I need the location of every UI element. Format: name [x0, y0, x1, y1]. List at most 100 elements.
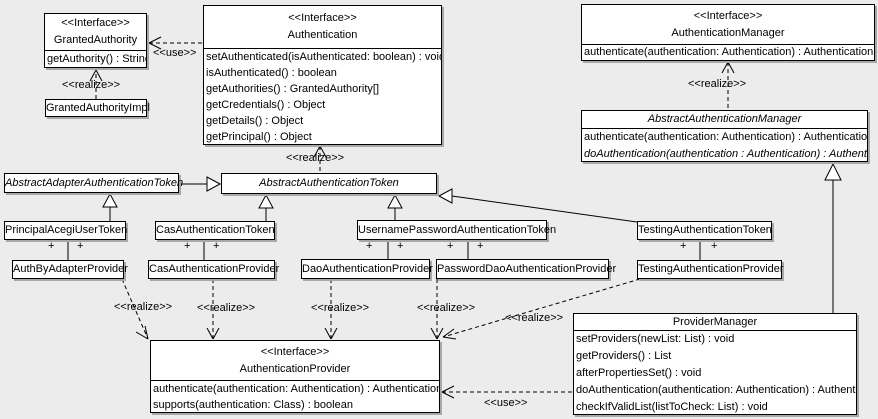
class-name: TestingAuthenticationToken — [638, 224, 772, 236]
realize-label: <<realize>> — [311, 302, 370, 314]
class-password-dao-authentication-provider[interactable]: PasswordDaoAuthenticationProvider — [436, 259, 617, 279]
class-dao-authentication-provider[interactable]: DaoAuthenticationProvider — [301, 259, 433, 279]
class-name: CasAuthenticationToken — [156, 224, 275, 236]
method-row: doAuthentication(authentication: Authent… — [576, 384, 856, 396]
stereotype-label: <<Interface>> — [260, 345, 330, 358]
realize-label: <<realize>> — [688, 78, 747, 90]
stereotype-label: <<Interface>> — [288, 12, 357, 24]
method-row: authenticate(authentication: Authenticat… — [584, 46, 874, 58]
realize-label: <<realize>> — [286, 152, 345, 164]
class-cas-authentication-provider[interactable]: CasAuthenticationProvider — [148, 260, 280, 279]
method-row: getProviders() : List — [576, 350, 672, 362]
realize-edge-testingauthenticationprovider — [442, 278, 641, 340]
realize-edge-daoauthenticationprovider — [324, 279, 338, 340]
class-title: <<Interface>> AuthenticationProvider — [151, 341, 439, 380]
method-row: setProviders(newList: List) : void — [576, 333, 735, 345]
realize-edge-abstractauthenticationtoken — [313, 145, 327, 173]
methods-compartment: authenticate(authentication: Authenticat… — [582, 128, 867, 161]
class-testing-authentication-provider[interactable]: TestingAuthenticationProvider — [637, 260, 784, 279]
realize-edge-casauthenticationprovider — [206, 279, 220, 340]
generalization-edge-abstractadapter — [179, 176, 222, 192]
class-granted-authority-impl[interactable]: GrantedAuthorityImpl — [45, 99, 150, 117]
realize-edge-authbyadapterprovider — [121, 278, 149, 340]
class-title: AbstractAuthenticationManager — [582, 111, 867, 128]
multiplicity-label: + — [48, 240, 55, 252]
class-provider-manager[interactable]: ProviderManager setProviders(newList: Li… — [573, 313, 857, 415]
stereotype-label: <<Interface>> — [61, 17, 130, 29]
class-principal-acegi-user-token[interactable]: PrincipalAcegiUserToken — [4, 221, 128, 240]
generalization-edge-testingauthenticationtoken — [437, 188, 638, 223]
class-name: ProviderManager — [672, 316, 758, 328]
use-label: <<use>> — [484, 397, 528, 409]
class-auth-by-adapter-provider[interactable]: AuthByAdapterProvider — [12, 260, 128, 279]
generalization-edge-principalacegiusertoken — [102, 192, 118, 221]
methods-compartment: authenticate(authentication: Authenticat… — [582, 44, 874, 60]
method-row: afterPropertiesSet() : void — [576, 367, 702, 379]
realize-label: <<realize>> — [417, 302, 476, 314]
realize-label: <<realize>> — [114, 301, 173, 313]
multiplicity-label: + — [213, 240, 220, 252]
method-row: authenticate(authentication: Authenticat… — [153, 383, 439, 395]
class-title: <<Interface>> Authentication — [204, 6, 441, 48]
realize-edge-passworddaoauthenticationprovider — [430, 279, 444, 340]
class-title: ProviderManager — [574, 314, 856, 330]
class-name: TestingAuthenticationProvider — [638, 263, 784, 275]
class-name: AbstractAuthenticationToken — [259, 177, 399, 189]
class-name: AbstractAdapterAuthenticationToken — [5, 176, 184, 189]
realize-edge-grantedauthorityimpl — [89, 69, 103, 99]
use-edge-providermanager-authenticationprovider — [441, 385, 573, 399]
class-name: AuthByAdapterProvider — [13, 263, 128, 275]
multiplicity-label: + — [680, 240, 687, 252]
class-name: CasAuthenticationProvider — [149, 263, 280, 275]
use-edge-authentication-grantedauthority — [148, 36, 203, 50]
use-label: <<use>> — [153, 47, 197, 59]
method-row: getDetails() : Object — [206, 115, 304, 127]
method-row: doAuthentication(authentication : Authen… — [584, 148, 867, 160]
method-row: getAuthority() : String — [47, 53, 146, 65]
class-granted-authority[interactable]: <<Interface>> GrantedAuthority getAuthor… — [44, 13, 147, 68]
class-authentication-manager[interactable]: <<Interface>> AuthenticationManager auth… — [581, 4, 875, 61]
class-name: PrincipalAcegiUserToken — [5, 224, 128, 236]
method-row: setAuthenticated(isAuthenticated: boolea… — [206, 51, 441, 63]
method-row: getPrincipal() : Object — [206, 131, 312, 143]
class-username-password-authentication-token[interactable]: UsernamePasswordAuthenticationToken — [357, 220, 557, 240]
realize-label: <<realize>> — [62, 79, 121, 91]
class-testing-authentication-token[interactable]: TestingAuthenticationToken — [637, 221, 772, 240]
multiplicity-label: + — [397, 240, 404, 252]
class-cas-authentication-token[interactable]: CasAuthenticationToken — [155, 221, 275, 240]
method-row: getCredentials() : Object — [206, 99, 326, 111]
multiplicity-label: + — [77, 240, 84, 252]
class-authentication-provider[interactable]: <<Interface>> AuthenticationProvider aut… — [150, 340, 440, 413]
generalization-edge-casauthenticationtoken — [258, 193, 274, 221]
realize-label: <<realize>> — [505, 312, 564, 324]
class-name: AuthenticationManager — [671, 26, 785, 39]
class-abstract-adapter-authentication-token[interactable]: AbstractAdapterAuthenticationToken — [4, 173, 184, 193]
method-row: isAuthenticated() : boolean — [206, 67, 337, 79]
class-name: PasswordDaoAuthenticationProvider — [437, 262, 617, 275]
multiplicity-label: + — [711, 240, 718, 252]
class-name: Authentication — [287, 29, 358, 41]
class-name: UsernamePasswordAuthenticationToken — [358, 223, 557, 236]
realize-label: <<realize>> — [197, 302, 256, 314]
multiplicity-label: + — [184, 240, 191, 252]
methods-compartment: setProviders(newList: List) : void getPr… — [574, 330, 856, 414]
realize-edge-abstractauthenticationmanager — [721, 61, 735, 110]
class-name: GrantedAuthorityImpl — [46, 101, 150, 114]
class-abstract-authentication-manager[interactable]: AbstractAuthenticationManager authentica… — [581, 110, 868, 162]
multiplicity-label: + — [366, 240, 373, 252]
class-title: <<Interface>> AuthenticationManager — [582, 5, 874, 44]
class-name: AbstractAuthenticationManager — [647, 113, 802, 125]
class-name: DaoAuthenticationProvider — [302, 262, 433, 275]
generalization-edge-providermanager — [824, 162, 842, 313]
class-name: GrantedAuthority — [53, 34, 138, 46]
generalization-edge-usernamepasswordtoken — [387, 193, 403, 220]
method-row: authenticate(authentication: Authenticat… — [584, 131, 867, 143]
method-row: getAuthorities() : GrantedAuthority[] — [206, 83, 380, 95]
class-name: AuthenticationProvider — [239, 362, 351, 375]
class-abstract-authentication-token[interactable]: AbstractAuthenticationToken — [221, 173, 437, 194]
methods-compartment: getAuthority() : String — [45, 50, 146, 67]
method-row: supports(authentication: Class) : boolea… — [153, 399, 353, 411]
multiplicity-label: + — [477, 240, 484, 252]
class-authentication[interactable]: <<Interface>> Authentication setAuthenti… — [203, 5, 442, 145]
